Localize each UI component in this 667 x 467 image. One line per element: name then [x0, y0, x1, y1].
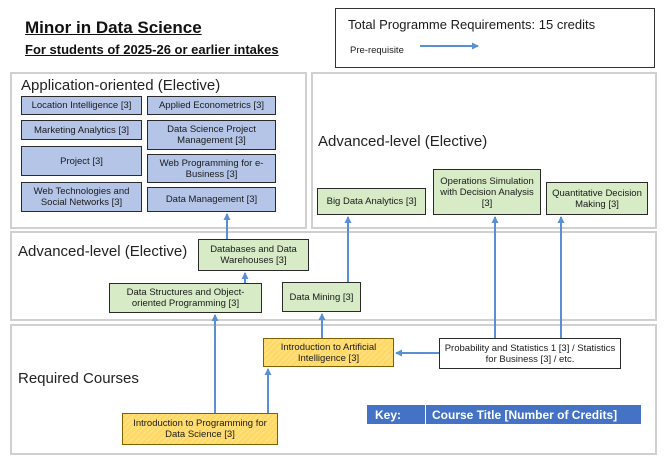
course-databases-warehouses[interactable]: Databases and Data Warehouses [3]	[198, 239, 309, 271]
key-legend: Key: Course Title [Number of Credits]	[367, 405, 641, 424]
key-text: Course Title [Number of Credits]	[432, 407, 618, 422]
course-web-technologies[interactable]: Web Technologies and Social Networks [3]	[21, 182, 142, 212]
course-intro-ai[interactable]: Introduction to Artificial Intelligence …	[263, 338, 394, 367]
course-marketing-analytics[interactable]: Marketing Analytics [3]	[21, 120, 142, 140]
course-probability-statistics[interactable]: Probability and Statistics 1 [3] / Stati…	[439, 338, 621, 369]
required-section-label: Required Courses	[18, 370, 139, 387]
prerequisite-legend-label: Pre-requisite	[350, 45, 404, 56]
course-intro-programming[interactable]: Introduction to Programming for Data Sci…	[122, 413, 278, 445]
course-project[interactable]: Project [3]	[21, 146, 142, 176]
advanced-mid-section-label: Advanced-level (Elective)	[18, 243, 188, 260]
course-big-data-analytics[interactable]: Big Data Analytics [3]	[317, 188, 426, 215]
requirements-box: Total Programme Requirements: 15 credits…	[335, 8, 655, 68]
course-data-mining[interactable]: Data Mining [3]	[282, 282, 361, 312]
course-data-structures[interactable]: Data Structures and Object-oriented Prog…	[109, 283, 262, 313]
course-ds-project-management[interactable]: Data Science Project Management [3]	[147, 120, 276, 150]
page-subtitle: For students of 2025-26 or earlier intak…	[25, 42, 279, 57]
total-requirements: Total Programme Requirements: 15 credits	[348, 17, 596, 32]
application-section-label: Application-oriented (Elective)	[21, 77, 221, 94]
course-web-programming[interactable]: Web Programming for e-Business [3]	[147, 154, 276, 183]
course-data-management[interactable]: Data Management [3]	[147, 187, 276, 212]
page-title: Minor in Data Science	[25, 18, 202, 37]
key-label: Key:	[375, 407, 402, 422]
course-operations-simulation[interactable]: Operations Simulation with Decision Anal…	[433, 169, 541, 215]
course-location-intelligence[interactable]: Location Intelligence [3]	[21, 96, 142, 115]
key-divider	[425, 405, 426, 424]
advanced-top-section-label: Advanced-level (Elective)	[318, 133, 488, 150]
course-quantitative-decision-making[interactable]: Quantitative Decision Making [3]	[546, 182, 648, 215]
course-applied-econometrics[interactable]: Applied Econometrics [3]	[147, 96, 276, 115]
